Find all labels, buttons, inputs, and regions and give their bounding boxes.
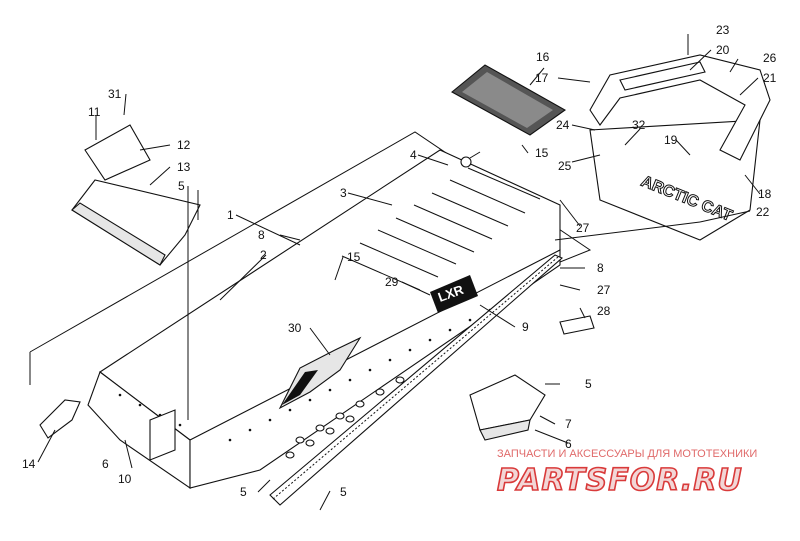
callout-19: 19 [664,133,678,147]
callouts: 1 2 3 4 5 5 5 5 6 6 7 8 8 9 10 11 12 13 … [22,23,777,499]
watermark: ЗАПЧАСТИ И АКСЕССУАРЫ ДЛЯ МОТОТЕХНИКИ PA… [496,448,757,499]
callout-5c: 5 [340,485,347,499]
seat-bracket-top [84,124,151,181]
end-cap [39,399,81,439]
callout-15b: 15 [535,146,549,160]
callout-12: 12 [177,138,191,152]
callout-17: 17 [535,71,549,85]
tunnel-cutaway-dark [282,370,318,405]
callout-22: 22 [756,205,770,219]
callout-16: 16 [536,50,550,64]
callout-26: 26 [763,51,777,65]
callout-23: 23 [716,23,730,37]
callout-4: 4 [410,148,417,162]
callout-27b: 27 [597,283,611,297]
callout-18: 18 [758,187,772,201]
side-vent-holes [285,376,405,459]
tunnel-side-right [189,249,561,489]
callout-21: 21 [763,71,777,85]
callout-9: 9 [522,320,529,334]
callout-6b: 6 [565,437,572,451]
callout-5d: 5 [585,377,592,391]
callout-24: 24 [556,118,570,132]
callout-13: 13 [177,160,191,174]
callout-1: 1 [227,208,234,222]
callout-29: 29 [385,275,399,289]
callout-28: 28 [597,304,611,318]
callout-2: 2 [260,248,267,262]
callout-6a: 6 [102,457,109,471]
callout-11: 11 [88,105,101,119]
seat-bracket-wall [71,202,166,266]
callout-5a: 5 [178,179,185,193]
traction-pad-inner [462,72,553,128]
callout-7: 7 [565,417,572,431]
decal-plate [559,315,595,335]
callout-25: 25 [558,159,572,173]
watermark-tagline: ЗАПЧАСТИ И АКСЕССУАРЫ ДЛЯ МОТОТЕХНИКИ [497,448,757,460]
gusset-plate [149,409,176,461]
callout-27a: 27 [576,221,590,235]
callout-10: 10 [118,472,132,486]
running-board [269,254,564,506]
tunnel-slots [341,167,541,291]
callout-32: 32 [632,118,646,132]
tunnel-logo: LXR [430,275,478,313]
callout-8a: 8 [258,228,265,242]
footrest-bracket [469,374,546,431]
callout-20: 20 [716,43,730,57]
watermark-brand: PARTSFOR.RU [497,463,743,498]
callout-8b: 8 [597,261,604,275]
snowflap [589,119,761,241]
leader-lines [37,34,761,511]
callout-15a: 15 [347,250,361,264]
callout-31: 31 [108,87,122,101]
callout-3: 3 [340,186,347,200]
callout-5b: 5 [240,485,247,499]
bumper-grip [619,61,706,91]
callout-30: 30 [288,321,302,335]
footrest-bracket-wall [479,419,531,441]
callout-14: 14 [22,457,36,471]
